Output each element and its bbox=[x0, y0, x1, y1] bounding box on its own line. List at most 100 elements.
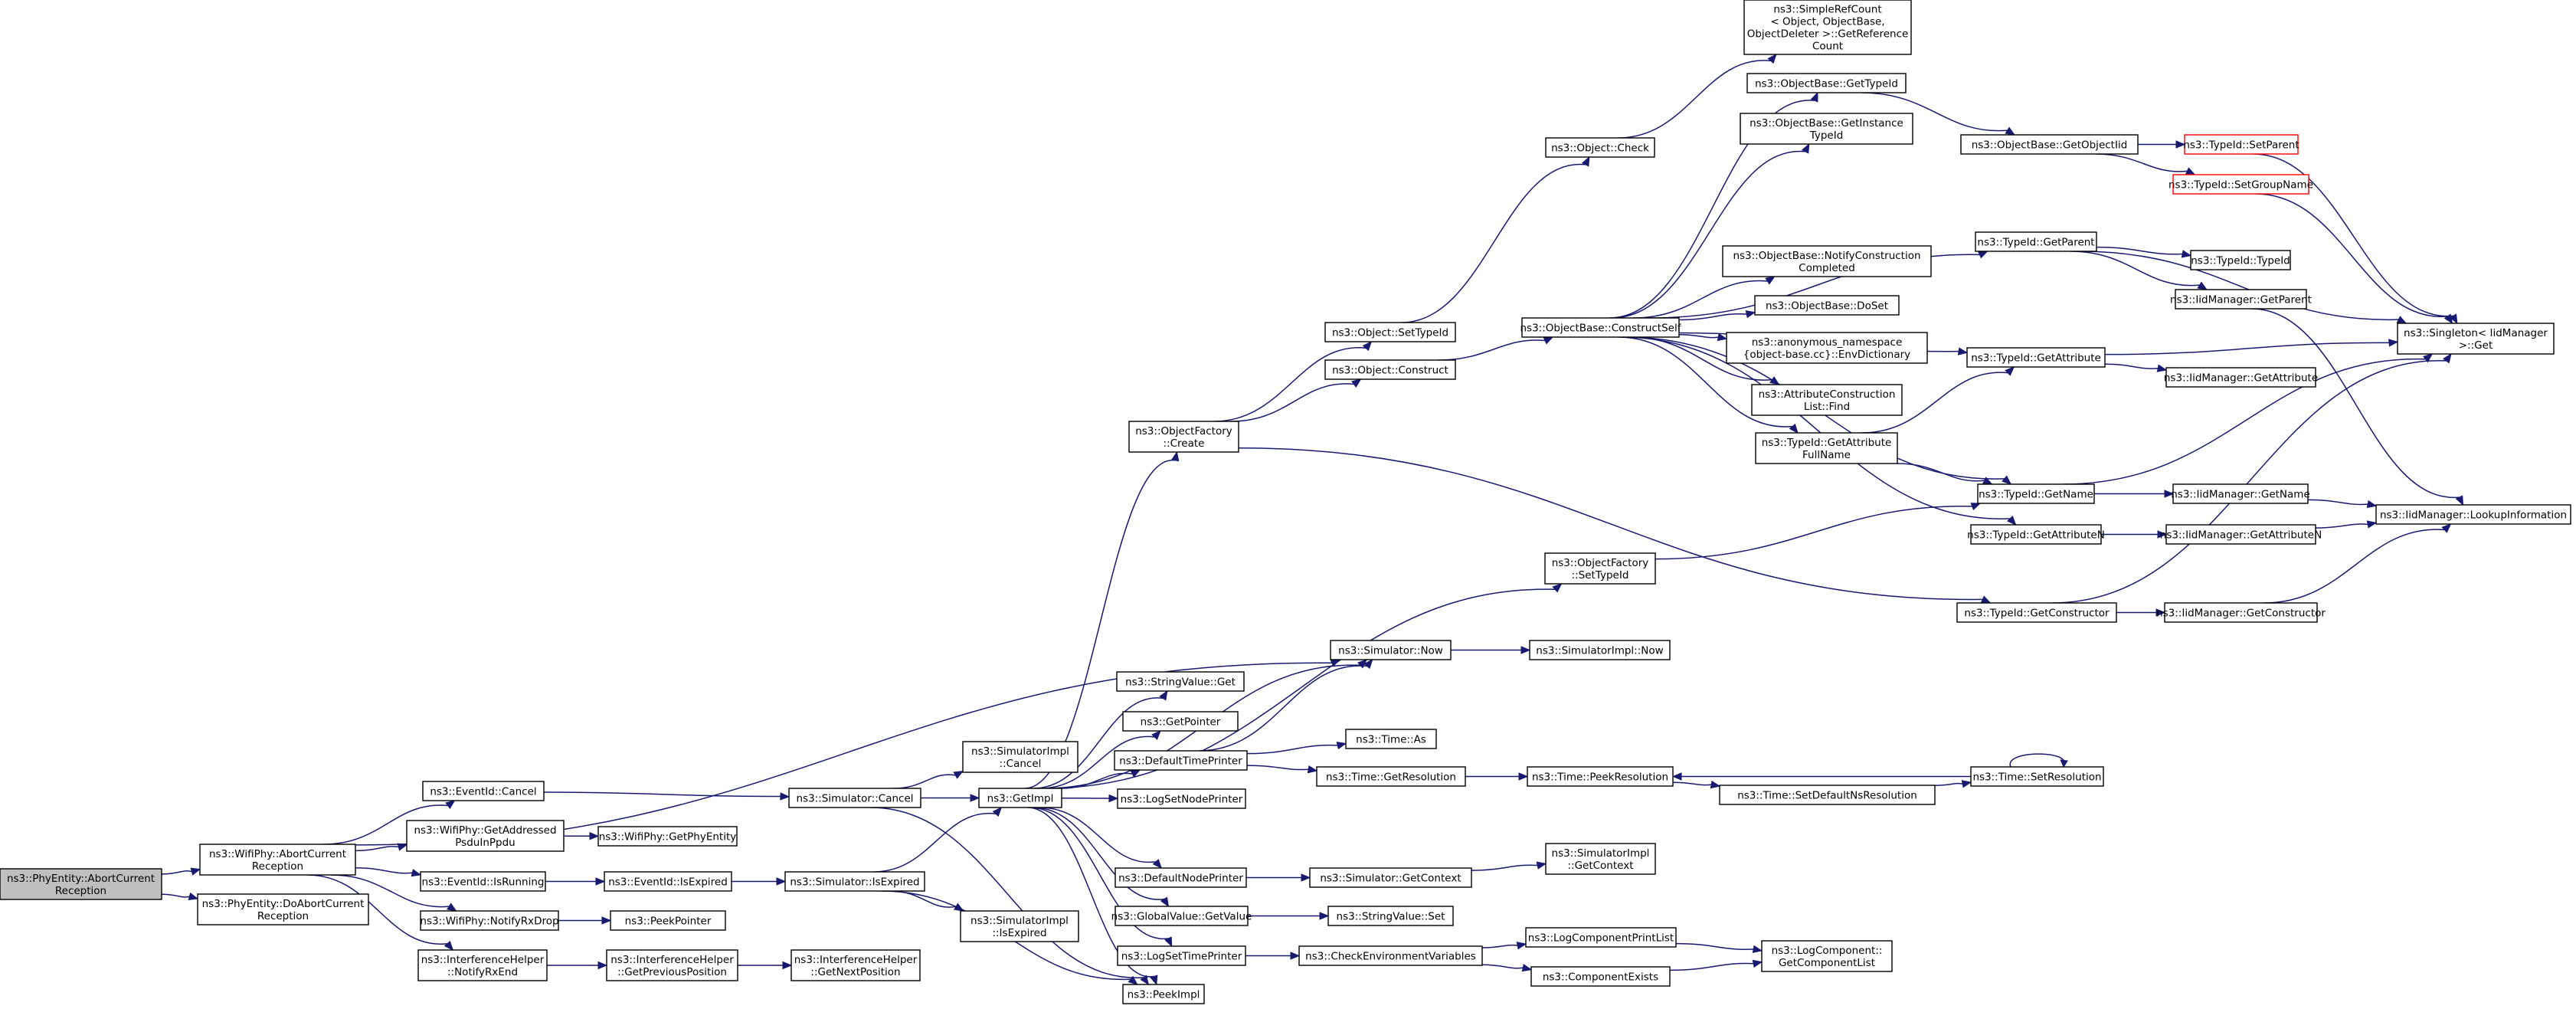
node-ns3-typeid-getconstructor[interactable]: ns3::TypeId::GetConstructor bbox=[1956, 602, 2117, 623]
node-ns3-typeid-getattributen[interactable]: ns3::TypeId::GetAttributeN bbox=[1967, 524, 2105, 545]
call-edge-n62-n69 bbox=[2255, 193, 2453, 325]
node-box bbox=[1740, 113, 1913, 145]
node-label-line: ns3::InterferenceHelper bbox=[421, 954, 545, 966]
node-box bbox=[1719, 785, 1936, 805]
node-box bbox=[1545, 137, 1655, 158]
node-ns3-time-peekresolution[interactable]: ns3::Time::PeekResolution bbox=[1527, 766, 1674, 787]
call-edge-n35-n43 bbox=[1481, 963, 1533, 972]
node-ns3-defaultnodeprinter[interactable]: ns3::DefaultNodePrinter bbox=[1115, 867, 1247, 888]
node-ns3-objectfactory-settypeid[interactable]: ns3::ObjectFactory::SetTypeId bbox=[1544, 552, 1656, 585]
node-ns3-stringvalue-get[interactable]: ns3::StringValue::Get bbox=[1116, 671, 1245, 692]
node-ns3-objectfactory-create[interactable]: ns3::ObjectFactory::Create bbox=[1128, 421, 1239, 453]
node-ns3-wifiphy-notifyrxdrop[interactable]: ns3::WifiPhy::NotifyRxDrop bbox=[420, 910, 559, 931]
call-edge-n18-n38 bbox=[1044, 583, 1563, 789]
node-ns3-iidmanager-lookupinformation[interactable]: ns3::IidManager::LookupInformation bbox=[2375, 504, 2571, 525]
node-ns3-peekimpl[interactable]: ns3::PeekImpl bbox=[1122, 984, 1205, 1004]
call-edge-n37-n58 bbox=[1620, 336, 2017, 526]
node-ns3-peekpointer[interactable]: ns3::PeekPointer bbox=[610, 910, 726, 931]
node-ns3-objectbase-doset[interactable]: ns3::ObjectBase::DoSet bbox=[1754, 295, 1900, 316]
node-ns3-componentexists[interactable]: ns3::ComponentExists bbox=[1530, 966, 1671, 987]
node-ns3-iidmanager-getattributen[interactable]: ns3::IidManager::GetAttributeN bbox=[2160, 524, 2322, 545]
node-ns3-getimpl[interactable]: ns3::GetImpl bbox=[978, 788, 1062, 808]
node-ns3-interferencehelper-getnextposition[interactable]: ns3::InterferenceHelper::GetNextPosition bbox=[790, 949, 921, 981]
node-label-line: ns3::EventId::IsRunning bbox=[422, 876, 545, 889]
node-ns3-getpointer[interactable]: ns3::GetPointer bbox=[1122, 711, 1239, 732]
node-ns3-time-setdefaultnsresolution[interactable]: ns3::Time::SetDefaultNsResolution bbox=[1719, 785, 1936, 805]
call-edge-n18-n24 bbox=[1061, 794, 1119, 803]
node-ns3-iidmanager-getattribute[interactable]: ns3::IidManager::GetAttribute bbox=[2164, 367, 2318, 388]
node-label-line: ns3::ObjectBase::GetObjectIid bbox=[1972, 139, 2128, 152]
node-label-line: ns3::ObjectBase::ConstructSelf bbox=[1520, 323, 1682, 335]
node-ns3-wifiphy-getphyentity[interactable]: ns3::WifiPhy::GetPhyEntity bbox=[597, 826, 738, 847]
call-edge-n59-n68 bbox=[2116, 608, 2166, 617]
node-ns3-simulatorimpl-getcontext[interactable]: ns3::SimulatorImpl::GetContext bbox=[1545, 843, 1656, 875]
node-label-line: ns3::Object::Construct bbox=[1332, 365, 1448, 377]
node-ns3-typeid-getattribute[interactable]: ns3::TypeId::GetAttribute bbox=[1966, 347, 2106, 368]
call-edge-n37-n45 bbox=[1609, 91, 1818, 319]
node-box bbox=[2375, 504, 2571, 525]
node-ns3-typeid-getparent[interactable]: ns3::TypeId::GetParent bbox=[1975, 231, 2097, 252]
node-box bbox=[784, 871, 925, 892]
node-ns3-typeid-setgroupname[interactable]: ns3::TypeId::SetGroupName bbox=[2168, 174, 2313, 195]
node-ns3-logsettimeprinter[interactable]: ns3::LogSetTimePrinter bbox=[1117, 945, 1246, 966]
node-ns3-logcomponentprintlist[interactable]: ns3::LogComponentPrintList bbox=[1525, 927, 1677, 948]
node-ns3-time-getresolution[interactable]: ns3::Time::GetResolution bbox=[1316, 766, 1466, 787]
node-ns3-eventid-isexpired[interactable]: ns3::EventId::IsExpired bbox=[604, 871, 732, 892]
node-ns3-simulatorimpl-now[interactable]: ns3::SimulatorImpl::Now bbox=[1529, 640, 1671, 660]
node-ns3-iidmanager-getconstructor[interactable]: ns3::IidManager::GetConstructor bbox=[2156, 602, 2326, 623]
call-edge-n1-n3 bbox=[161, 892, 199, 901]
node-ns3-typeid-getname[interactable]: ns3::TypeId::GetName bbox=[1977, 483, 2095, 504]
node-ns3-interferencehelper-getpreviousposition[interactable]: ns3::InterferenceHelper::GetPreviousPosi… bbox=[606, 949, 738, 981]
node-ns3-simulator-isexpired[interactable]: ns3::Simulator::IsExpired bbox=[784, 871, 925, 892]
node-label-line: ns3::LogSetTimePrinter bbox=[1121, 951, 1242, 963]
node-box bbox=[1309, 867, 1472, 888]
node-ns3-object-check[interactable]: ns3::Object::Check bbox=[1545, 137, 1655, 158]
node-ns3-checkenvironmentvariables[interactable]: ns3::CheckEnvironmentVariables bbox=[1298, 945, 1483, 966]
node-ns3-typeid-typeid[interactable]: ns3::TypeId::TypeId bbox=[2190, 250, 2291, 270]
node-ns3-simulator-getcontext[interactable]: ns3::Simulator::GetContext bbox=[1309, 867, 1472, 888]
node-ns3-simulatorimpl-cancel[interactable]: ns3::SimulatorImpl::Cancel bbox=[962, 741, 1079, 773]
node-ns3-simulatorimpl-isexpired[interactable]: ns3::SimulatorImpl::IsExpired bbox=[960, 910, 1079, 942]
call-edge-n55-n64 bbox=[2070, 251, 2208, 290]
node-ns3-time-as[interactable]: ns3::Time::As bbox=[1345, 729, 1437, 749]
node-box bbox=[1966, 347, 2106, 368]
node-ns3-logsetnodeprinter[interactable]: ns3::LogSetNodePrinter bbox=[1117, 788, 1246, 809]
node-ns3-objectbase-constructself[interactable]: ns3::ObjectBase::ConstructSelf bbox=[1520, 317, 1682, 338]
node-ns3-object-settypeid[interactable]: ns3::Object::SetTypeId bbox=[1324, 322, 1456, 342]
node-box bbox=[1751, 384, 1903, 416]
node-ns3-anonymous-namespace-object-base-cc-envdictionary[interactable]: ns3::anonymous_namespace{object-base.cc}… bbox=[1726, 332, 1928, 364]
call-edge-n7-n11 bbox=[558, 916, 612, 925]
node-ns3-object-construct[interactable]: ns3::Object::Construct bbox=[1324, 359, 1456, 380]
node-ns3-typeid-setparent[interactable]: ns3::TypeId::SetParent bbox=[2183, 134, 2299, 155]
node-ns3-simplerefcount-object-objectbase-objectdeleter-getreference-count[interactable]: ns3::SimpleRefCount< Object, ObjectBase,… bbox=[1743, 0, 1912, 55]
node-ns3-iidmanager-getparent[interactable]: ns3::IidManager::GetParent bbox=[2170, 289, 2312, 310]
node-ns3-eventid-isrunning[interactable]: ns3::EventId::IsRunning bbox=[420, 871, 546, 892]
node-ns3-interferencehelper-notifyrxend[interactable]: ns3::InterferenceHelper::NotifyRxEnd bbox=[417, 949, 548, 981]
node-ns3-globalvalue-getvalue[interactable]: ns3::GlobalValue::GetValue bbox=[1111, 906, 1252, 926]
node-label-line: ns3::SimpleRefCount bbox=[1773, 4, 1881, 16]
node-ns3-objectbase-getobjectiid[interactable]: ns3::ObjectBase::GetObjectIid bbox=[1960, 134, 2139, 155]
call-edge-n18-n21 bbox=[1033, 690, 1168, 789]
node-ns3-objectbase-notifyconstruction-completed[interactable]: ns3::ObjectBase::NotifyConstructionCompl… bbox=[1722, 245, 1932, 277]
node-ns3-time-setresolution[interactable]: ns3::Time::SetResolution bbox=[1970, 766, 2104, 787]
node-ns3-singleton-iidmanager-get[interactable]: ns3::Singleton< IidManager >::Get bbox=[2397, 323, 2555, 355]
node-ns3-objectbase-gettypeid[interactable]: ns3::ObjectBase::GetTypeId bbox=[1746, 73, 1907, 93]
node-ns3-stringvalue-set[interactable]: ns3::StringValue::Set bbox=[1327, 906, 1454, 926]
node-ns3-logcomponent-getcomponentlist[interactable]: ns3::LogComponent::GetComponentList bbox=[1761, 940, 1893, 972]
node-ns3-defaulttimeprinter[interactable]: ns3::DefaultTimePrinter bbox=[1114, 750, 1248, 771]
node-ns3-simulator-cancel[interactable]: ns3::Simulator::Cancel bbox=[788, 788, 921, 808]
node-ns3-simulator-now[interactable]: ns3::Simulator::Now bbox=[1330, 640, 1452, 660]
call-edge-n2-n4 bbox=[323, 800, 456, 845]
node-ns3-iidmanager-getname[interactable]: ns3::IidManager::GetName bbox=[2171, 483, 2310, 504]
node-ns3-eventid-cancel[interactable]: ns3::EventId::Cancel bbox=[422, 781, 545, 801]
node-label-line: ns3::DefaultNodePrinter bbox=[1118, 873, 1243, 885]
node-label-line: ns3::Time::As bbox=[1356, 734, 1426, 746]
